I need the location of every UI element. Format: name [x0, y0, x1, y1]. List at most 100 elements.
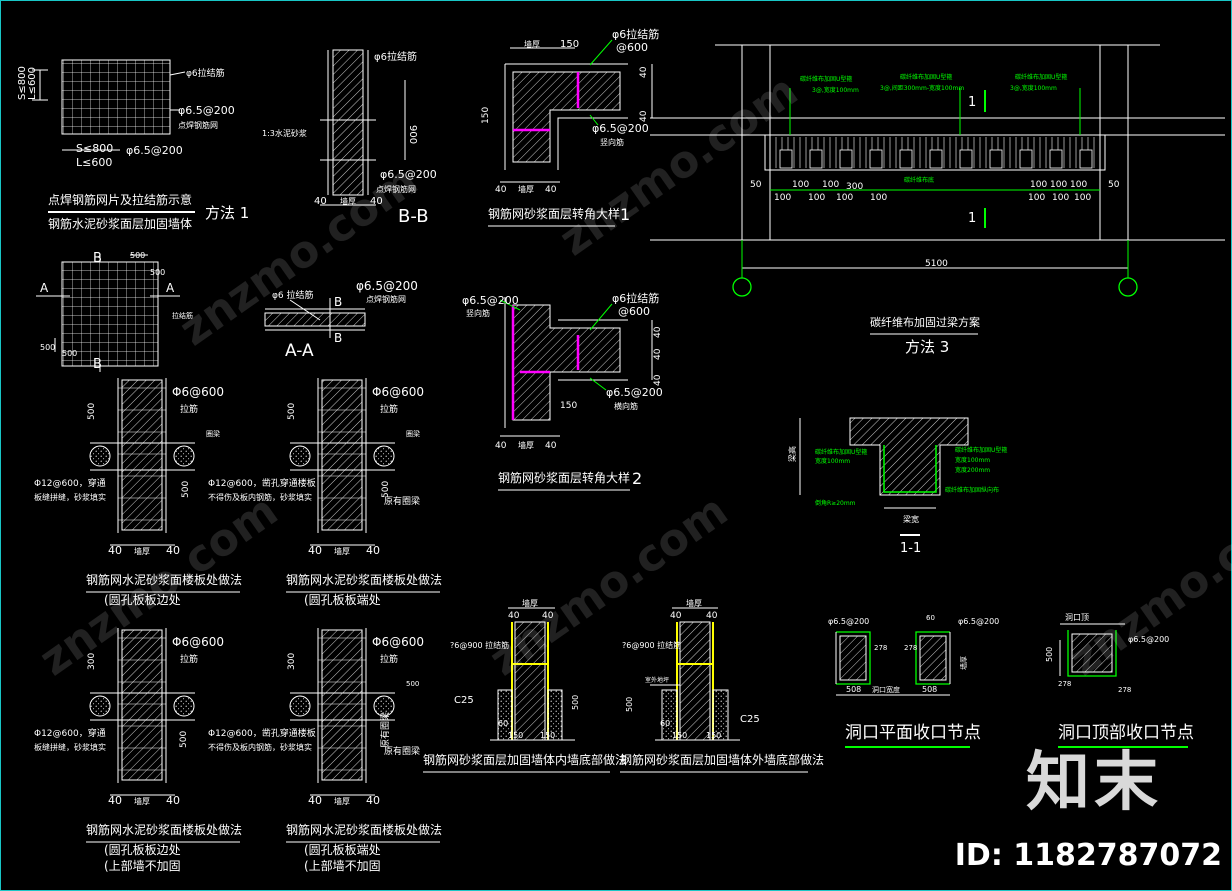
- ring-beam-label: 圈梁: [206, 429, 220, 438]
- ot-dim-500: 500: [1045, 647, 1054, 662]
- op-lbl-rebar2: φ6.5@200: [958, 617, 999, 626]
- beam-stirrup: [899, 149, 913, 169]
- bi-dim-wall: 墙厚: [522, 598, 538, 608]
- m3-dim-50b: 50: [1108, 180, 1120, 190]
- beam-stirrup: [779, 149, 793, 169]
- existing-ring-beam: 原有圈梁: [384, 745, 420, 757]
- detail-subtitle: (圆孔板板端处: [304, 843, 381, 857]
- m1-dim-s2: S≤800: [76, 142, 113, 155]
- m3-dim-100a: 100: [774, 193, 791, 203]
- detail-title: 钢筋网水泥砂浆面楼板处做法: [86, 572, 242, 587]
- m3-dim-100j: 100: [1050, 180, 1067, 190]
- bi-dim-150b: 150: [540, 731, 555, 740]
- watermark-logo: 知末: [1026, 746, 1162, 820]
- m3-lbl-1a: 碳纤维布加固U型箍: [800, 75, 852, 83]
- note-line-2: 不得伤及板内钢筋，砂浆填实: [208, 492, 312, 502]
- tie-label: Φ6@600: [172, 385, 224, 399]
- bo-lbl-tie: ?6@900 拉结筋: [622, 640, 681, 650]
- bi-lbl-tie: ?6@900 拉结筋: [450, 640, 509, 650]
- s11-title: 1-1: [900, 541, 921, 556]
- beam-stirrup: [989, 149, 1003, 169]
- c2-num: 2: [632, 469, 642, 488]
- m1-dim-l2: L≤600: [76, 156, 112, 169]
- m3-method: 方法 3: [905, 338, 949, 356]
- op-dim-width: 洞口宽度: [872, 685, 900, 694]
- note-line-2: 不得伤及板内钢筋，砂浆填实: [208, 742, 312, 752]
- hollow-core: [89, 695, 111, 717]
- m3-lbl-2b: 3@,间距300mm-宽度100mm: [880, 84, 964, 92]
- c1-dim-150: 150: [560, 39, 579, 50]
- note-line-2: 板缝拼缝，砂浆填实: [34, 492, 106, 502]
- c1-title: 钢筋网砂浆面层转角大样: [488, 206, 620, 221]
- m1-dim-s: S≤800: [17, 66, 28, 100]
- c2-dim-wall: 墙厚: [518, 440, 534, 450]
- bi-title: 钢筋网砂浆面层加固墙体内墙底部做法: [423, 752, 627, 767]
- m1-method: 方法 1: [205, 204, 249, 222]
- dim-wall: 墙厚: [134, 796, 150, 806]
- m3-dim-100d: 100: [822, 180, 839, 190]
- ot-lbl-rebar: φ6.5@200: [1128, 635, 1169, 644]
- c1-lbl-tie: φ6拉结筋: [612, 27, 659, 41]
- m1-dim-l: L≤600: [27, 67, 38, 100]
- watermark-id: ID: 1182787072: [954, 838, 1222, 873]
- bi-dim-500: 500: [571, 695, 580, 710]
- bb-lbl-rebar: φ6.5@200: [380, 168, 437, 181]
- c2-lbl-vert: 竖向筋: [466, 308, 490, 318]
- m3-dim-span: 5100: [925, 259, 948, 269]
- corner2-detail: [499, 297, 653, 437]
- existing-ring-beam: 原有圈梁: [384, 495, 420, 507]
- m3-dim-100f: 100: [836, 193, 853, 203]
- m3-lbl-bottom: 碳纤维布底: [904, 176, 934, 184]
- dim-bottom: 原有圈梁: [379, 712, 391, 748]
- tie-label-2: 拉筋: [380, 653, 398, 665]
- note-line-2: 板缝拼缝，砂浆填实: [34, 742, 106, 752]
- beam-stirrup: [1049, 149, 1063, 169]
- note-line-1: Φ12@600，凿孔穿通楼板: [208, 727, 316, 739]
- m1-lbl-rebar2: φ6.5@200: [126, 144, 183, 157]
- aa-lbl-b1: B: [334, 295, 342, 309]
- ab-lbl-a2: A: [166, 281, 175, 295]
- c1-dim-40b: 40: [639, 110, 649, 122]
- dim-top: 500: [287, 403, 297, 420]
- dim-top: 500: [87, 403, 97, 420]
- m1-lbl-rebar: φ6.5@200: [178, 104, 235, 117]
- tie-label-2: 拉筋: [380, 403, 398, 415]
- detail-title: 钢筋网水泥砂浆面楼板处做法: [86, 822, 242, 837]
- bb-lbl-weld: 点焊钢筋网: [376, 184, 416, 194]
- c2-title: 钢筋网砂浆面层转角大样: [498, 470, 630, 485]
- bo-dim-500: 500: [625, 697, 634, 712]
- dim-40-left: 40: [308, 544, 322, 557]
- c1-dim-150b: 150: [481, 107, 491, 124]
- c1-lbl-600: @600: [616, 41, 648, 54]
- ring-beam-label: 500: [406, 680, 419, 688]
- ab-dim-1: 500: [130, 251, 145, 260]
- m3-sec-1a: 1: [968, 95, 976, 110]
- dim-40-right: 40: [166, 794, 180, 807]
- method3-elevation: [650, 44, 1225, 297]
- hollow-core: [289, 695, 311, 717]
- bo-dim-60: 60: [660, 719, 670, 728]
- m1-lbl-weld: 点焊钢筋网: [178, 120, 218, 130]
- m3-dim-100l: 100: [1070, 180, 1087, 190]
- c2-dim-150: 150: [560, 401, 577, 411]
- dim-bottom: 500: [181, 481, 191, 498]
- bi-dim-40b: 40: [542, 611, 554, 621]
- dim-40-left: 40: [308, 794, 322, 807]
- m1-lbl-tie: φ6拉结筋: [186, 67, 225, 79]
- c2-dim-40d: 40: [495, 441, 507, 451]
- c2-dim-40b: 40: [653, 348, 663, 360]
- bb-title: B-B: [398, 206, 429, 227]
- tie-label: Φ6@600: [372, 385, 424, 399]
- op-dim-508a: 508: [846, 685, 861, 694]
- m3-lbl-1b: 3@,宽度100mm: [812, 86, 859, 94]
- bb-lbl-mortar: 1:3水泥砂浆: [262, 128, 307, 138]
- ab-lbl-tie: 拉结筋: [172, 311, 193, 320]
- tie-label: Φ6@600: [372, 635, 424, 649]
- ab-dim-3: 500: [40, 343, 55, 352]
- bi-lbl-c25: C25: [454, 695, 474, 706]
- detail-subtitle: (上部墙不加固: [104, 858, 181, 873]
- hollow-core: [373, 695, 395, 717]
- m3-sec-1b: 1: [968, 211, 976, 226]
- detail-title: 钢筋网水泥砂浆面楼板处做法: [286, 822, 442, 837]
